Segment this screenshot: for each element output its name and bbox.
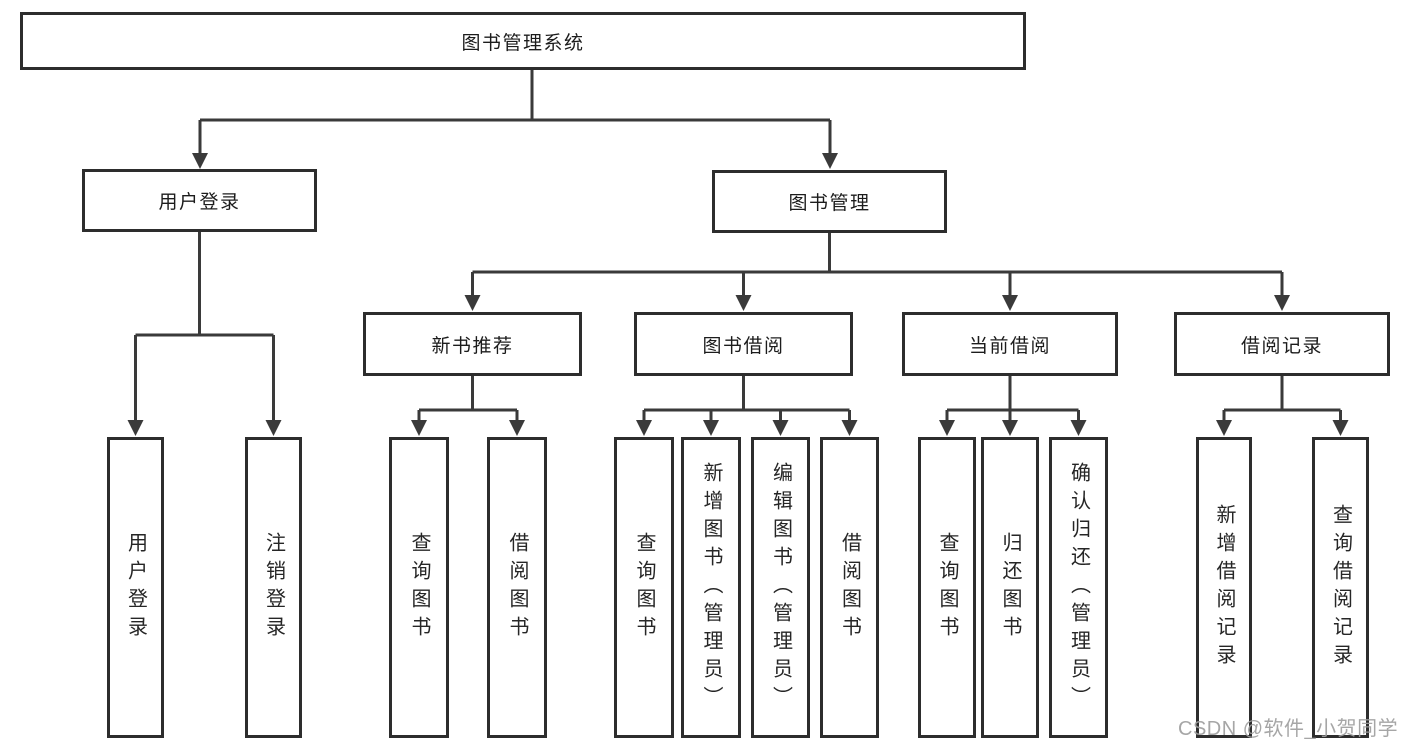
leaf-confirm-return-admin: 确认归还（管理员） bbox=[1049, 437, 1108, 738]
leaf-label: 注销登录 bbox=[262, 531, 285, 644]
leaf-add-borrow-record: 新增借阅记录 bbox=[1196, 437, 1252, 738]
leaf-label: 查询图书 bbox=[936, 531, 958, 644]
leaf-label: 查询图书 bbox=[408, 531, 430, 644]
node-label: 借阅记录 bbox=[1240, 335, 1323, 357]
leaf-query-books-current: 查询图书 bbox=[918, 437, 976, 738]
leaf-label: 新增图书（管理员） bbox=[700, 461, 722, 714]
node-book-management-branch: 图书管理 bbox=[712, 170, 947, 233]
node-label: 用户登录 bbox=[158, 192, 241, 213]
leaf-borrow-books-recommend: 借阅图书 bbox=[487, 437, 547, 738]
leaf-add-book-admin: 新增图书（管理员） bbox=[681, 437, 741, 738]
leaf-edit-book-admin: 编辑图书（管理员） bbox=[751, 437, 810, 738]
leaf-label: 查询图书 bbox=[633, 531, 655, 644]
node-label: 图书借阅 bbox=[702, 335, 785, 357]
leaf-borrow-books: 借阅图书 bbox=[820, 437, 879, 738]
node-book-borrowing: 图书借阅 bbox=[634, 312, 853, 376]
leaf-logout: 注销登录 bbox=[245, 437, 302, 738]
leaf-label: 新增借阅记录 bbox=[1213, 503, 1235, 672]
connector-edges bbox=[134, 70, 1342, 421]
watermark: CSDN @软件_小贺同学 bbox=[1178, 718, 1399, 740]
node-label: 新书推荐 bbox=[431, 335, 514, 357]
node-label: 图书管理系统 bbox=[461, 32, 585, 54]
leaf-query-books-borrow: 查询图书 bbox=[614, 437, 674, 738]
leaf-return-book: 归还图书 bbox=[981, 437, 1039, 738]
node-borrowing-records: 借阅记录 bbox=[1174, 312, 1390, 376]
node-user-login-branch: 用户登录 bbox=[82, 169, 317, 232]
leaf-query-borrow-record: 查询借阅记录 bbox=[1312, 437, 1369, 738]
leaf-query-books-recommend: 查询图书 bbox=[389, 437, 449, 738]
leaf-user-login: 用户登录 bbox=[107, 437, 164, 738]
leaf-label: 编辑图书（管理员） bbox=[769, 461, 792, 714]
leaf-label: 借阅图书 bbox=[506, 531, 528, 644]
node-library-management-system: 图书管理系统 bbox=[20, 12, 1026, 70]
leaf-label: 归还图书 bbox=[999, 531, 1021, 644]
leaf-label: 查询借阅记录 bbox=[1329, 503, 1352, 672]
leaf-label: 确认归还（管理员） bbox=[1067, 461, 1090, 714]
node-new-book-recommendation: 新书推荐 bbox=[363, 312, 582, 376]
node-label: 图书管理 bbox=[788, 193, 871, 214]
leaf-label: 借阅图书 bbox=[838, 531, 861, 644]
node-label: 当前借阅 bbox=[968, 335, 1051, 357]
node-current-borrowing: 当前借阅 bbox=[902, 312, 1118, 376]
leaf-label: 用户登录 bbox=[124, 531, 147, 644]
